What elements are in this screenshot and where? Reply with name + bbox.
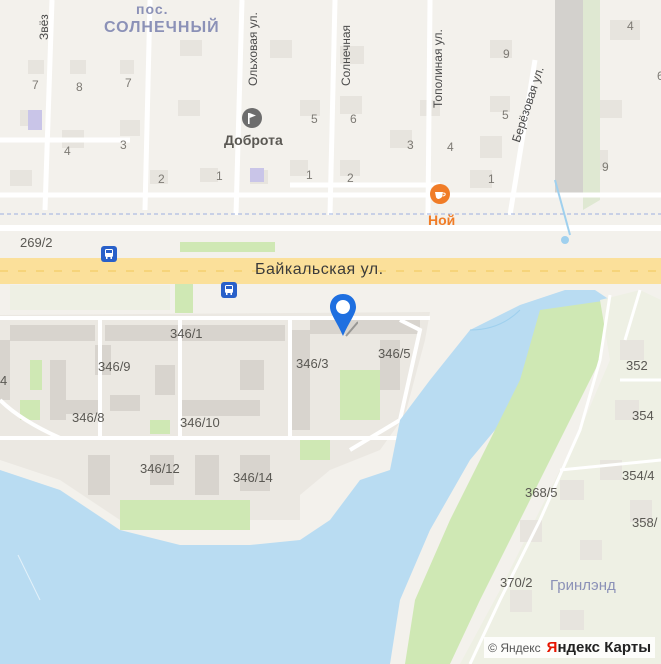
house-number: 5 <box>502 108 509 122</box>
bus-stop-icon[interactable] <box>221 282 237 298</box>
street-olkhovaya: Ольховая ул. <box>246 12 260 86</box>
district-prefix: пос. <box>136 1 169 17</box>
street-solnechnaya: Солнечная <box>339 24 353 86</box>
street-topolinaya: Тополиная ул. <box>431 29 445 108</box>
building-number: 269/2 <box>20 235 53 250</box>
house-number: 5 <box>311 112 318 126</box>
map-attribution[interactable]: © Яндекс Яндекс Карты <box>484 637 655 658</box>
logo-rest: ндекс Карты <box>557 639 651 656</box>
building-number: 346/1 <box>170 326 203 341</box>
building-number: 346/14 <box>233 470 273 485</box>
house-number: 7 <box>32 78 39 92</box>
house-number: 9 <box>602 160 609 174</box>
house-number: 6 <box>657 69 661 83</box>
house-number: 1 <box>306 168 313 182</box>
house-number: 4 <box>627 19 634 33</box>
building-number: 346/12 <box>140 461 180 476</box>
house-number: 3 <box>120 138 127 152</box>
building-number: 346/9 <box>98 359 131 374</box>
house-number: 2 <box>347 171 354 185</box>
house-number: 6 <box>350 112 357 126</box>
house-number: 1 <box>216 169 223 183</box>
building-number: 346/3 <box>296 356 329 371</box>
building-number: 358/ <box>632 515 658 530</box>
district-name: СОЛНЕЧНЫЙ <box>104 19 220 36</box>
house-number: 3 <box>407 138 414 152</box>
copyright-text[interactable]: © Яндекс <box>488 640 541 655</box>
house-number: 7 <box>125 76 132 90</box>
dobrota-flag-icon[interactable] <box>242 108 262 128</box>
building-number: 370/2 <box>500 575 533 590</box>
building-number: 346/10 <box>180 415 220 430</box>
street-baikalskaya: Байкальская ул. <box>255 261 384 278</box>
street-zvezd: Звёз <box>37 14 51 40</box>
building-number: 368/5 <box>525 485 558 500</box>
poi-dobrota[interactable]: Доброта <box>224 132 283 148</box>
house-number: 4 <box>64 144 71 158</box>
building-number: 4 <box>0 373 8 388</box>
house-number: 1 <box>488 172 495 186</box>
building-number: 346/5 <box>378 346 411 361</box>
poi-grinlend[interactable]: Гринлэнд <box>550 577 616 594</box>
house-number: 4 <box>447 140 454 154</box>
building-number: 354/4 <box>622 468 655 483</box>
house-number: 9 <box>503 47 510 61</box>
yandex-maps-logo[interactable]: Яндекс Карты <box>547 639 651 656</box>
logo-first-letter: Я <box>546 639 558 656</box>
bus-stop-icon[interactable] <box>101 246 117 262</box>
building-number: 354 <box>632 408 654 423</box>
building-number: 346/8 <box>72 410 105 425</box>
location-pin-icon[interactable] <box>328 292 359 338</box>
poi-noy[interactable]: Ной <box>428 212 456 228</box>
building-number: 352 <box>626 358 648 373</box>
cafe-icon[interactable] <box>430 184 450 204</box>
house-number: 8 <box>76 80 83 94</box>
house-number: 2 <box>158 172 165 186</box>
